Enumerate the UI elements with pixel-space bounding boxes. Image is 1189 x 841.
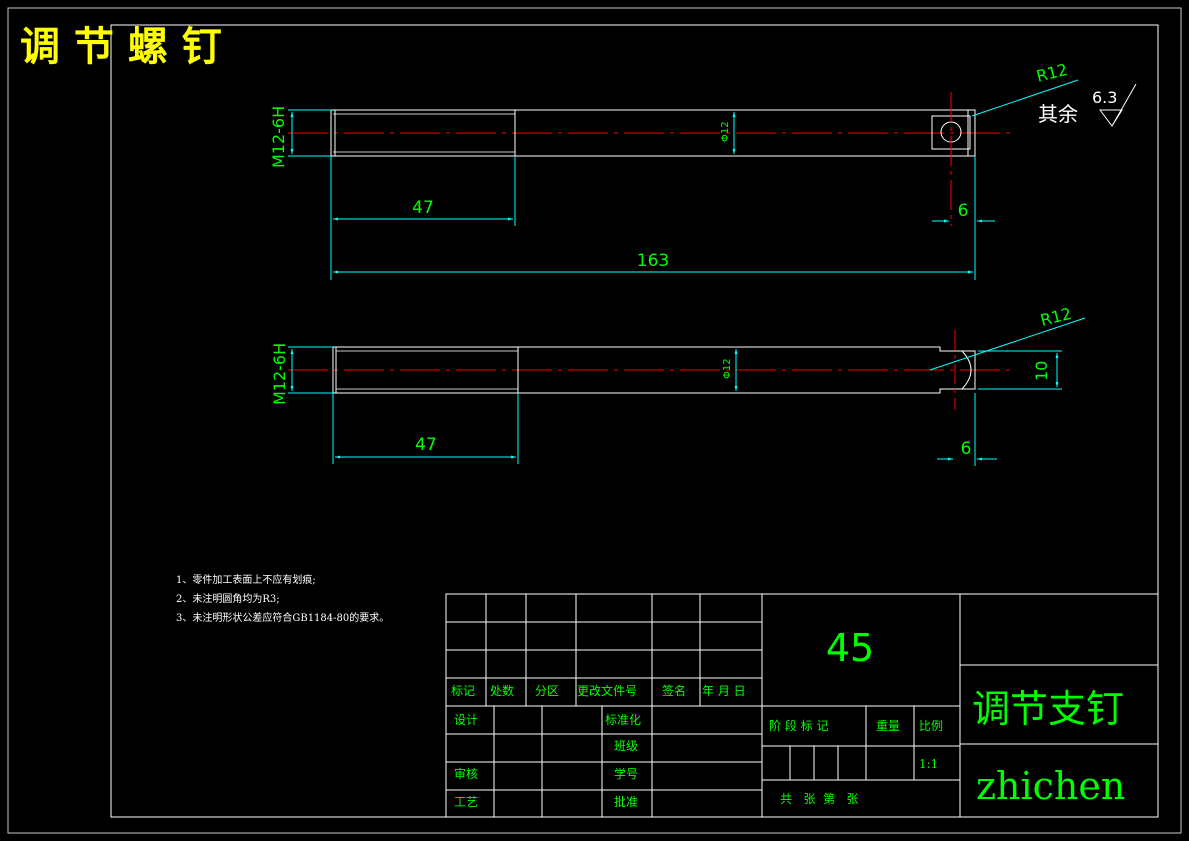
label-standardize: 标准化 [605, 713, 641, 727]
label-date: 年 月 日 [702, 684, 746, 698]
label-weight: 重量 [876, 719, 900, 733]
label-review: 审核 [454, 766, 478, 781]
bottom-r12-label: R12 [1038, 304, 1073, 330]
top-diameter-label: Φ12 [720, 121, 731, 142]
label-process: 工艺 [454, 795, 478, 809]
bottom-end-arc [961, 350, 972, 390]
label-student-id: 学号 [614, 766, 638, 781]
label-approve: 批准 [614, 794, 638, 809]
drawing-title: 调 节 螺 钉 [20, 24, 222, 70]
technical-notes: 1、零件加工表面上不应有划痕; 2、未注明圆角均为R3; 3、未注明形状公差应符… [176, 573, 389, 624]
top-6-label: 6 [958, 201, 969, 221]
roughness-symbol [1099, 83, 1137, 127]
top-47-label: 47 [412, 198, 434, 218]
label-mark: 标记 [451, 684, 475, 698]
label-zone: 分区 [535, 684, 559, 698]
top-thread-label: M12-6H [269, 106, 288, 168]
title-block [445, 593, 1159, 818]
scale-value: 1:1 [919, 757, 938, 771]
material-value: 45 [826, 626, 874, 670]
label-design: 设计 [454, 713, 478, 727]
outer-border [7, 7, 1182, 834]
note-2: 2、未注明圆角均为R3; [176, 592, 280, 605]
bottom-shaft-outline [332, 346, 976, 394]
label-scale: 比例 [919, 719, 943, 733]
label-sheets: 共 张 第 张 [780, 792, 859, 806]
title-block-labels: 标记 处数 分区 更改文件号 签名 年 月 日 设计 标准化 班级 审核 学号 … [451, 683, 943, 809]
top-r12-label: R12 [1034, 60, 1069, 86]
note-3: 3、未注明形状公差应符合GB1184-80的要求。 [176, 611, 389, 624]
top-r12-leader [971, 79, 1079, 117]
designer-name: zhichen [976, 764, 1125, 808]
bottom-6-label: 6 [961, 439, 972, 459]
label-signature: 签名 [662, 683, 686, 698]
note-1: 1、零件加工表面上不应有划痕; [176, 573, 316, 586]
top-view: M12-6H Φ12 47 163 6 R12 其余 6.3 [269, 60, 1137, 280]
roughness-prefix: 其余 [1038, 102, 1078, 126]
label-class: 班级 [614, 739, 638, 753]
label-count: 处数 [490, 683, 514, 698]
label-stage-mark: 阶 段 标 记 [769, 718, 828, 733]
roughness-value: 6.3 [1092, 88, 1117, 107]
part-name: 调节支钉 [972, 687, 1124, 731]
bottom-47-label: 47 [415, 435, 437, 455]
bottom-thread-label: M12-6H [270, 343, 289, 405]
bottom-diameter-label: Φ12 [722, 358, 733, 379]
top-shaft-outline [330, 109, 976, 157]
bottom-r12-leader [929, 317, 1086, 371]
bottom-10-label: 10 [1032, 361, 1051, 381]
label-change-doc: 更改文件号 [577, 683, 637, 698]
bottom-view: M12-6H Φ12 47 6 R12 10 [270, 304, 1086, 466]
top-163-label: 163 [637, 251, 669, 271]
